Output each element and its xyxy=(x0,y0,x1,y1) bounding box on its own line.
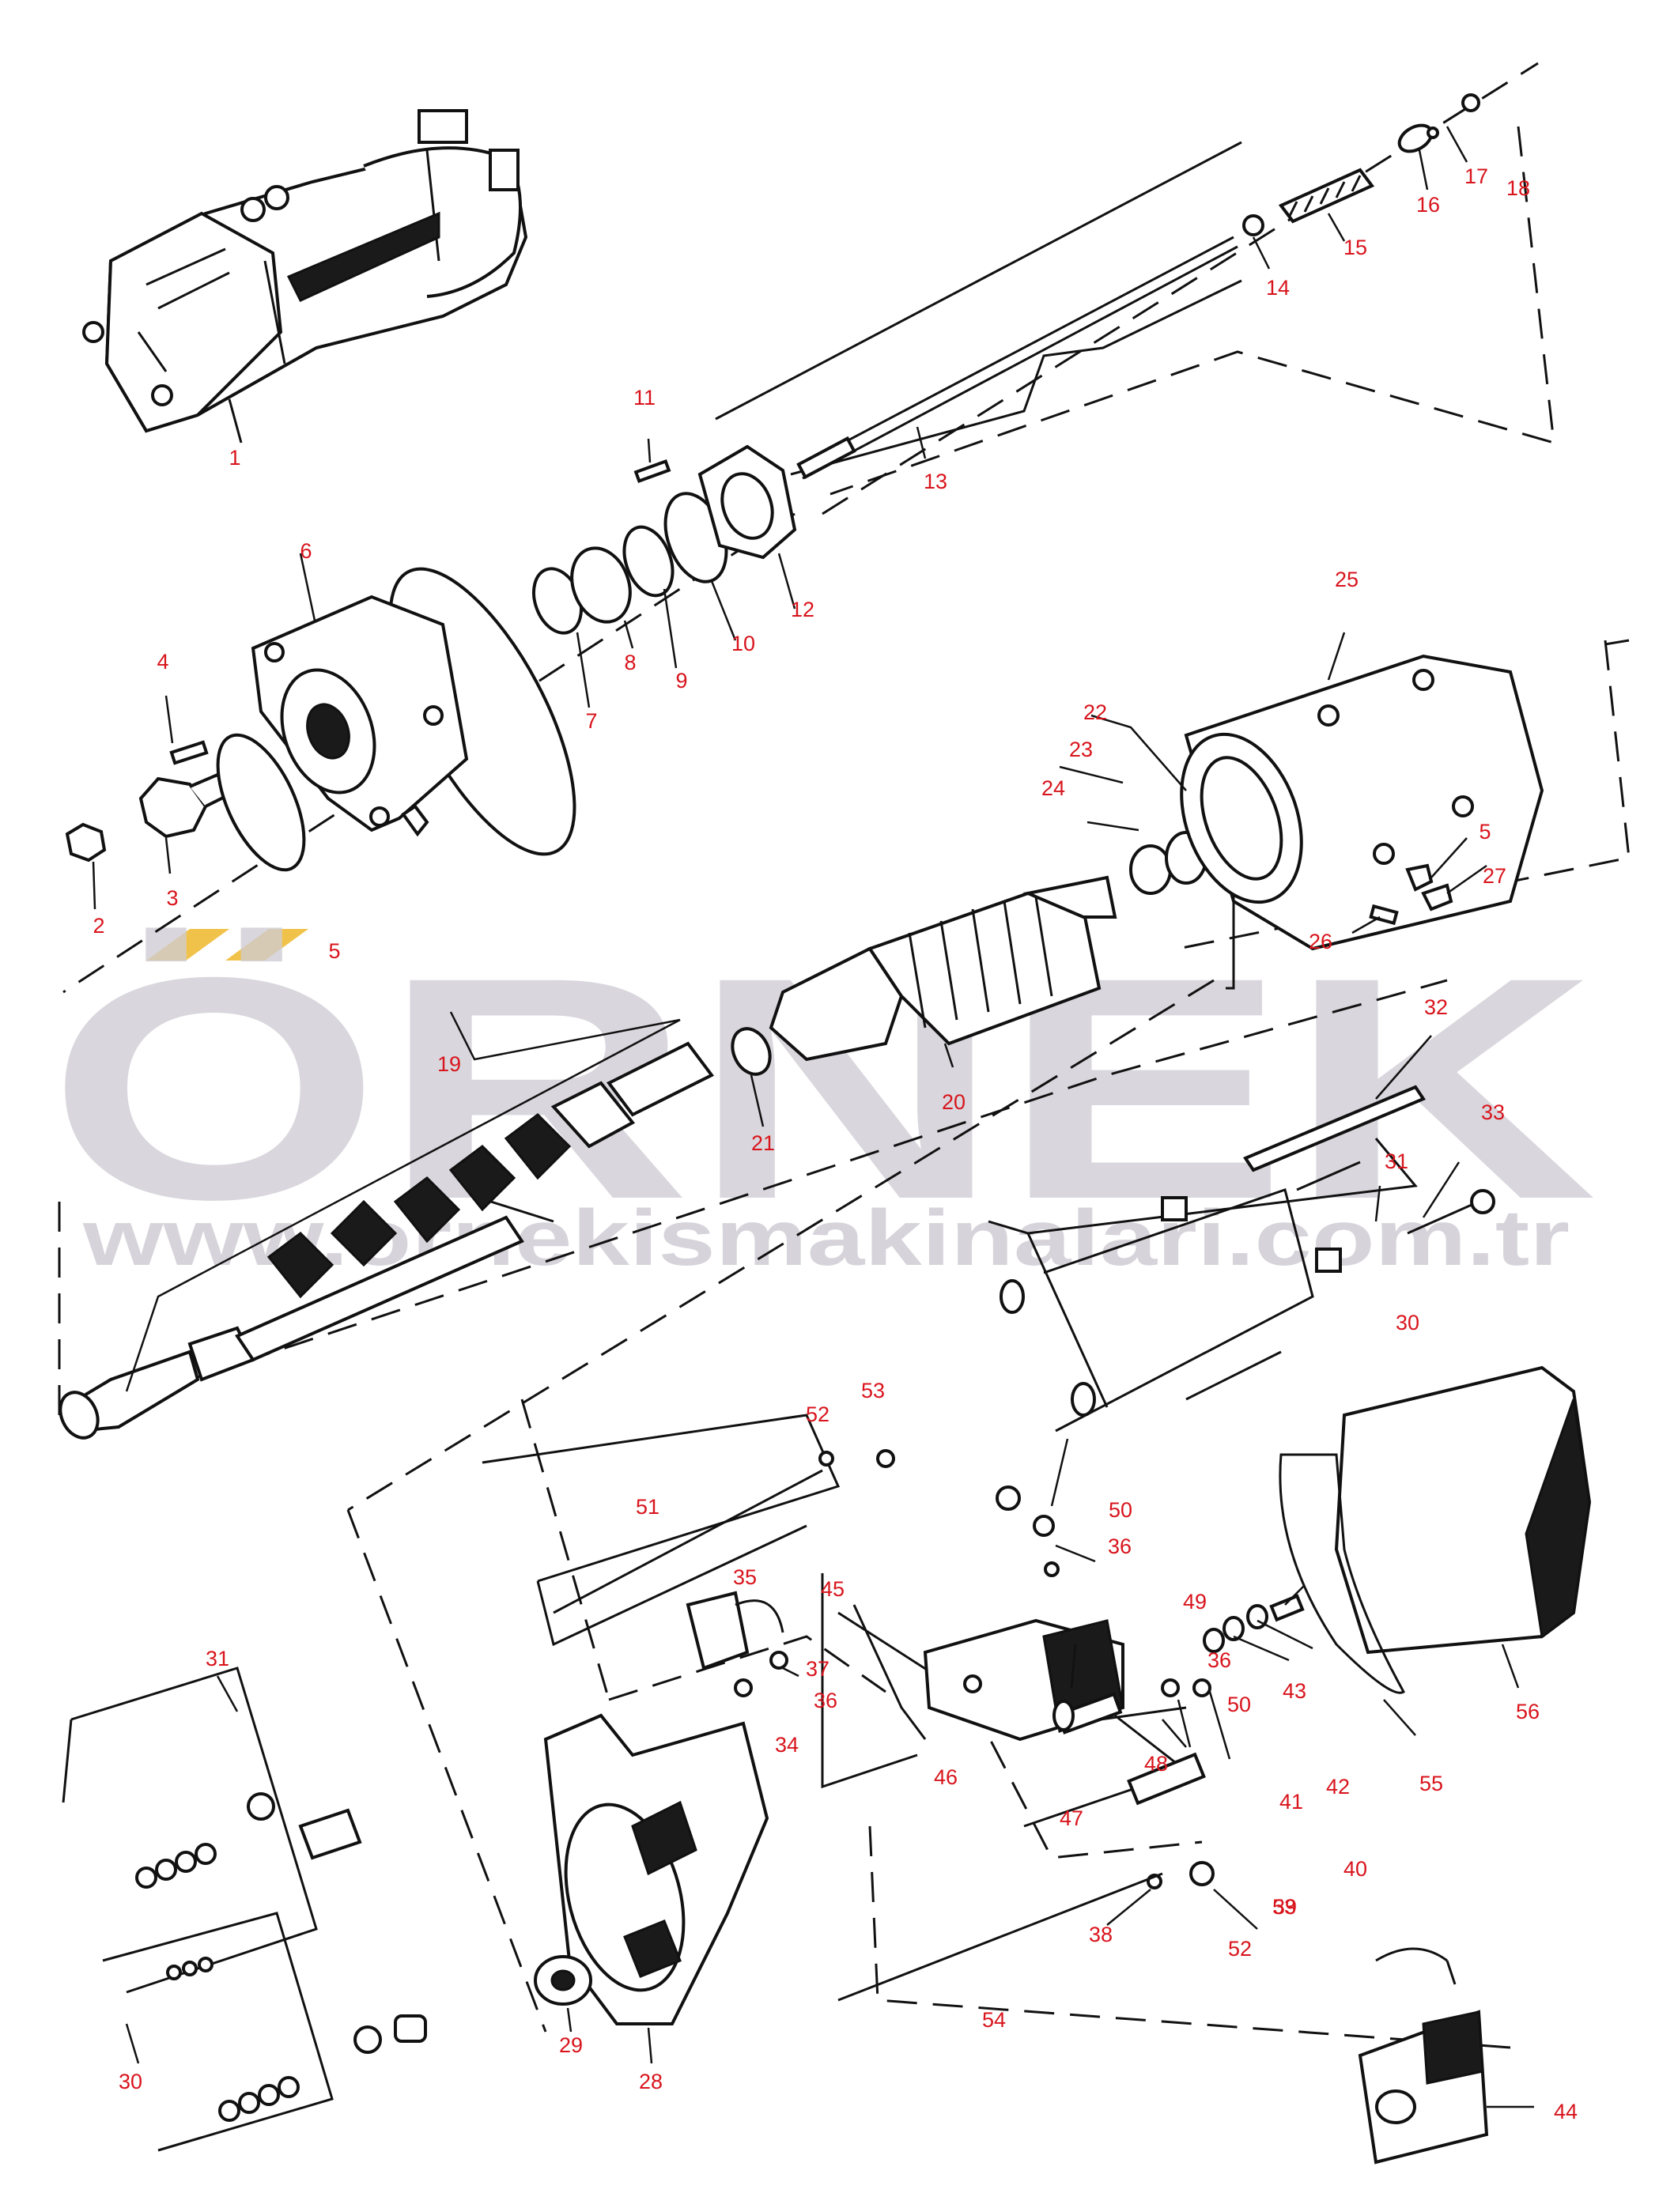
callout-25: 25 xyxy=(1335,568,1359,591)
callout-19: 19 xyxy=(437,1052,461,1076)
callout-5-right: 5 xyxy=(1479,820,1491,844)
callout-15: 15 xyxy=(1343,236,1367,259)
callout-6: 6 xyxy=(300,539,312,563)
callout-30-right: 30 xyxy=(1396,1311,1419,1334)
callout-43: 43 xyxy=(1283,1679,1306,1703)
callout-31-right: 31 xyxy=(1385,1149,1408,1173)
callout-48: 48 xyxy=(1144,1752,1168,1776)
callout-35: 35 xyxy=(733,1565,757,1589)
callout-44: 44 xyxy=(1554,2100,1578,2123)
callout-54: 54 xyxy=(982,2008,1006,2032)
callout-14: 14 xyxy=(1266,276,1290,300)
callout-23: 23 xyxy=(1069,738,1093,761)
callout-28: 28 xyxy=(639,2070,663,2093)
callout-31-left: 31 xyxy=(206,1647,229,1670)
callout-32: 32 xyxy=(1424,995,1448,1019)
cover-band xyxy=(1279,1365,1592,1736)
callout-2: 2 xyxy=(93,914,104,938)
callout-42: 42 xyxy=(1326,1775,1350,1799)
callout-34: 34 xyxy=(775,1733,799,1757)
callout-5-left: 5 xyxy=(328,939,340,963)
callout-55: 55 xyxy=(1419,1772,1443,1795)
callout-4: 4 xyxy=(157,650,168,674)
assembly-lines xyxy=(478,141,1418,1828)
terminal-hardware-upper xyxy=(996,1035,1495,1511)
callout-36-middle: 36 xyxy=(1207,1648,1231,1672)
field-frame xyxy=(1059,632,1544,990)
callout-49: 49 xyxy=(1183,1590,1207,1614)
callout-39: 39 xyxy=(1273,1895,1297,1919)
callout-26: 26 xyxy=(1309,930,1332,953)
drive-shaft xyxy=(59,1011,772,1440)
callout-20: 20 xyxy=(942,1090,966,1114)
watermark-brand: ÖRNEK xyxy=(47,912,1597,1265)
watermark: ÖRNEK www.ornekismakinalari.com.tr xyxy=(47,912,1597,1282)
callout-45: 45 xyxy=(821,1577,845,1601)
callout-50-top: 50 xyxy=(1109,1498,1132,1522)
callout-3: 3 xyxy=(166,886,178,910)
callout-17: 17 xyxy=(1464,164,1488,188)
callout-41: 41 xyxy=(1279,1790,1303,1814)
callout-53-bottom: 53 xyxy=(1272,1895,1296,1919)
starter-motor xyxy=(82,109,528,444)
callout-24: 24 xyxy=(1041,776,1065,800)
drive-end-housing xyxy=(216,553,576,872)
callout-12: 12 xyxy=(791,598,814,621)
callout-16: 16 xyxy=(1416,193,1440,217)
callout-40: 40 xyxy=(1343,1857,1367,1881)
rod-spring-group xyxy=(796,93,1480,480)
callout-22: 22 xyxy=(1083,700,1107,724)
callout-52-bottom: 52 xyxy=(1228,1937,1252,1961)
callout-11: 11 xyxy=(633,386,656,410)
watermark-accent-right xyxy=(225,929,308,961)
small-hardware xyxy=(553,1438,1313,2002)
callout-53-top: 53 xyxy=(861,1379,885,1402)
callout-36-top: 36 xyxy=(1108,1534,1132,1558)
callout-18: 18 xyxy=(1506,176,1530,200)
callout-50-middle: 50 xyxy=(1227,1693,1251,1716)
callout-38: 38 xyxy=(1089,1923,1113,1946)
callout-9: 9 xyxy=(675,669,687,693)
callout-36-left: 36 xyxy=(814,1689,837,1712)
callout-27: 27 xyxy=(1483,864,1506,888)
callout-21: 21 xyxy=(751,1131,775,1155)
pinion-group xyxy=(65,695,232,910)
bearing-stack xyxy=(532,438,797,708)
callout-29: 29 xyxy=(559,2033,583,2057)
callout-10: 10 xyxy=(731,632,755,655)
callout-8: 8 xyxy=(624,651,636,674)
callout-13: 13 xyxy=(924,470,947,493)
callout-7: 7 xyxy=(585,709,597,733)
callout-33: 33 xyxy=(1481,1100,1505,1124)
callout-46: 46 xyxy=(934,1765,958,1789)
callout-37: 37 xyxy=(806,1657,830,1681)
callout-56: 56 xyxy=(1516,1700,1540,1723)
callout-30-left: 30 xyxy=(119,2070,142,2093)
callout-51: 51 xyxy=(636,1495,659,1519)
callout-47: 47 xyxy=(1060,1806,1083,1830)
armature xyxy=(769,875,1117,1068)
left-hardware xyxy=(62,1667,427,2152)
callout-1: 1 xyxy=(229,446,240,470)
commutator-end-housing xyxy=(534,1713,769,2064)
callout-labels: 1 2 3 4 5 5 6 7 8 9 10 11 12 13 14 15 16… xyxy=(93,164,1578,2123)
watermark-accent-left xyxy=(146,929,229,961)
callout-52-top: 52 xyxy=(806,1402,830,1426)
